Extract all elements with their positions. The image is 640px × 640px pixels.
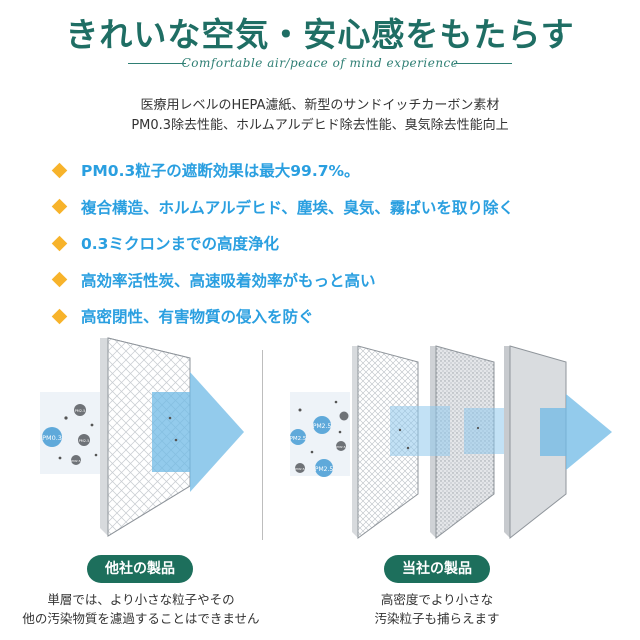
- airflow-band: [390, 406, 450, 456]
- feature-text: 高密閉性、有害物質の侵入を防ぐ: [81, 308, 314, 327]
- our-product-caption-line-1: 高密度でより小さな: [380, 592, 494, 607]
- feature-text: 複合構造、ホルムアルデヒド、塵埃、臭気、霧ばいを取り除く: [81, 198, 514, 217]
- pm25-particle-label: PM2.5: [79, 439, 90, 443]
- pm25-particle-label: PM2.5: [75, 409, 86, 413]
- pm25-particle-icon: [315, 459, 333, 477]
- filter-layer-1-edge: [352, 346, 358, 538]
- feature-item: 複合構造、ホルムアルデヒド、塵埃、臭気、霧ばいを取り除く: [51, 189, 632, 226]
- feature-text: PM0.3粒子の遮断効果は最大99.7%。: [81, 162, 360, 181]
- pm25-particle-icon: [290, 429, 306, 445]
- pm25-particle-label: PM2.5: [315, 466, 334, 473]
- feature-list: PM0.3粒子の遮断効果は最大99.7%。 複合構造、ホルムアルデヒド、塵埃、臭…: [51, 152, 632, 335]
- other-product-label: 他社の製品: [87, 555, 193, 583]
- filter-layer-3-edge: [504, 346, 510, 538]
- description-line-1: 医療用レベルのHEPA濾紙、新型のサンドイッチカーボン素材: [140, 98, 500, 113]
- feature-item: 高密閉性、有害物質の侵入を防ぐ: [51, 298, 632, 335]
- dust-dot: [58, 456, 62, 460]
- filter-layer-1: [357, 345, 419, 539]
- pm25-particle-label: PM2.5: [290, 436, 307, 442]
- dust-dot: [174, 438, 178, 442]
- other-product-caption-line-2: 他の汚染物質を濾過することはできません: [22, 611, 260, 626]
- page-subtitle: Comfortable air/peace of mind experience: [181, 56, 459, 70]
- pm25-particle-icon: [336, 441, 346, 451]
- our-product-label: 当社の製品: [384, 555, 490, 583]
- dust-dot: [298, 408, 302, 412]
- filter-layer-3: [509, 345, 567, 540]
- feature-text: 高効率活性炭、高速吸着効率がもっと高い: [81, 271, 376, 290]
- dust-dot: [398, 428, 402, 432]
- dust-dot: [334, 400, 338, 404]
- dust-dot: [64, 416, 68, 420]
- dust-dot: [310, 450, 314, 454]
- dust-dot: [338, 430, 342, 434]
- feature-text: 0.3ミクロンまでの高度浄化: [81, 235, 279, 254]
- pm25-particle-icon: [295, 463, 305, 473]
- feature-item: 0.3ミクロンまでの高度浄化: [51, 225, 632, 262]
- pm25-particle-icon: [71, 455, 81, 465]
- dust-dot: [406, 446, 410, 450]
- other-product-illustration: PM0.3 PM2.5 PM2.5 PM2.5: [40, 337, 244, 537]
- airflow-arrow-icon: [152, 372, 244, 492]
- our-product-caption: 高密度でより小さな 汚染粒子も捕らえます: [330, 590, 544, 628]
- dust-dot: [168, 416, 172, 420]
- pm25-particle-icon: [78, 434, 90, 446]
- page-title: きれいな空気・安心感をもたらす: [65, 15, 575, 54]
- pm25-particle-icon: [74, 404, 86, 416]
- our-product-caption-line-2: 汚染粒子も捕らえます: [374, 611, 500, 626]
- dust-dot: [476, 426, 480, 430]
- pm25-particle-label: PM2.5: [71, 459, 80, 463]
- our-product-illustration: PM2.5 PM2.5 PM2.5 PM2.5 PM2.5: [290, 345, 612, 540]
- pm25-particle-icon: [313, 416, 331, 434]
- dust-dot: [94, 453, 98, 457]
- dust-dot: [90, 423, 94, 427]
- subtitle-rule-right: [454, 63, 512, 64]
- pm03-particle-label: PM0.3: [42, 434, 62, 442]
- pm25-particle-label: PM2.5: [313, 423, 332, 430]
- feature-item: 高効率活性炭、高速吸着効率がもっと高い: [51, 262, 632, 299]
- subtitle-rule-left: [128, 63, 186, 64]
- feature-item: PM0.3粒子の遮断効果は最大99.7%。: [51, 152, 632, 189]
- pm25-particle-label: PM2.5: [336, 445, 345, 449]
- single-filter-edge: [100, 338, 108, 536]
- pm25-particle-label: PM2.5: [295, 467, 304, 471]
- pm03-particle-icon: [42, 427, 62, 447]
- comparison-divider: [262, 350, 263, 540]
- other-product-caption: 単層では、より小さな粒子やその 他の汚染物質を濾過することはできません: [10, 590, 272, 628]
- pm25-particle-icon: [339, 411, 349, 421]
- description-line-2: PM0.3除去性能、ホルムアルデヒド除去性能、臭気除去性能向上: [131, 118, 509, 133]
- airflow-arrow-icon: [540, 394, 612, 470]
- other-product-caption-line-1: 単層では、より小さな粒子やその: [47, 592, 235, 607]
- airflow-band: [464, 408, 504, 454]
